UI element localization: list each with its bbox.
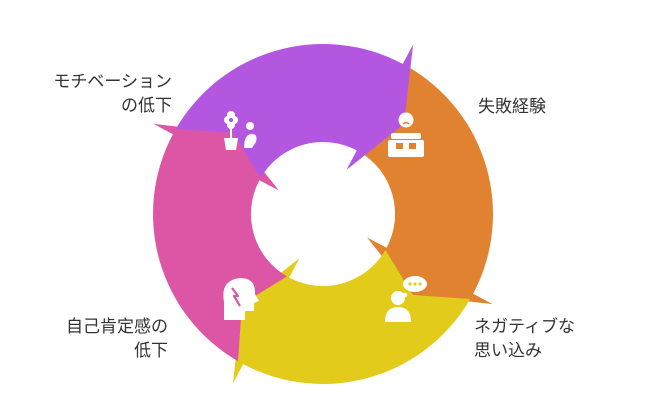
stage-label-negative-belief: ネガティブな 思い込み (474, 317, 575, 361)
cycle-segment-motivation (175, 44, 414, 178)
head-profile-icon (223, 278, 259, 320)
stage-label-motivation: モチベーション の低下 (53, 72, 172, 116)
cycle-segment-negative-belief (232, 250, 471, 384)
wilted-flower-icon (224, 111, 257, 150)
stage-label-failure: 失敗経験 (478, 97, 546, 117)
person-desk-icon (388, 112, 424, 157)
person-thought-bubble-icon (385, 276, 427, 322)
stage-label-self-esteem: 自己肯定感の 低下 (66, 317, 168, 361)
cycle-segment-self-esteem (153, 123, 287, 362)
cycle-segment-failure (359, 66, 493, 305)
